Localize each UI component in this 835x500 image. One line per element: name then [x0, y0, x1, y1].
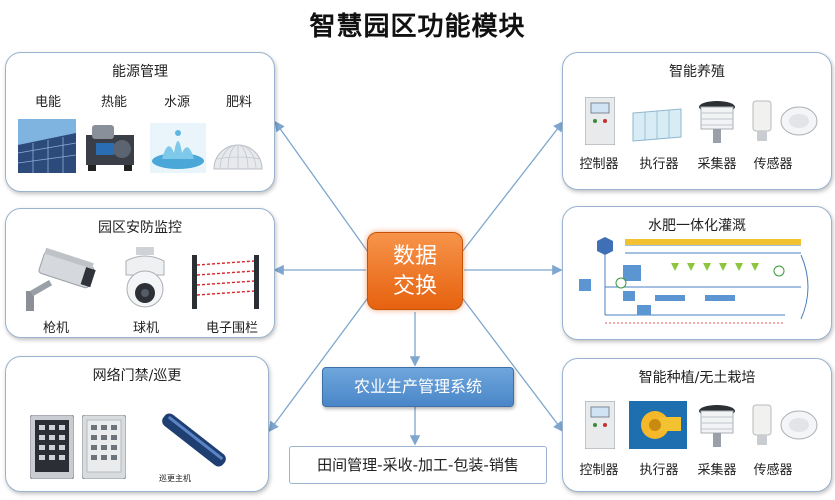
keypad-reader-1-image: [30, 415, 74, 479]
page-title: 智慧园区功能模块: [309, 12, 526, 42]
planting-actuator-image: [629, 401, 687, 449]
data-exchange-hub: 数据 交换: [367, 232, 463, 310]
patrol-wand-image: [162, 413, 226, 467]
energy-label-fertilizer: 肥料: [225, 95, 252, 110]
hub-line-2: 交换: [392, 274, 437, 299]
security-label-bullet: 枪机: [42, 321, 69, 336]
breeding-controller-image: [585, 97, 615, 145]
arrow-to-access: [268, 294, 371, 433]
security-title: 园区安防监控: [98, 220, 182, 236]
security-panel: 园区安防监控 枪机 球机 电子围栏: [5, 208, 275, 338]
hub-line-1: 数据: [392, 244, 437, 269]
planting-panel: 智能种植/无土栽培 控制器 执行器 采集器 传感器: [562, 358, 832, 492]
planting-collector-image: [699, 405, 735, 447]
irrigation-panel: 水肥一体化灌溉: [562, 206, 832, 340]
biogas-dome-image: [213, 144, 263, 170]
security-label-fence: 电子围栏: [205, 321, 258, 336]
energy-title: 能源管理: [112, 64, 168, 80]
breeding-panel: 智能养殖 控制器 执行器 采集器 传感器: [562, 52, 832, 190]
irrigation-title: 水肥一体化灌溉: [648, 218, 746, 234]
patrol-device-caption: 巡更主机: [159, 474, 191, 483]
keypad-reader-2-image: [82, 415, 126, 479]
arrow-to-breeding: [461, 120, 564, 253]
breeding-label-controller: 控制器: [579, 157, 619, 172]
dome-camera-image: [125, 247, 165, 308]
planting-title: 智能种植/无土栽培: [638, 370, 756, 386]
breeding-title: 智能养殖: [669, 64, 725, 80]
planting-label-sensor: 传感器: [753, 463, 793, 478]
breeding-collector-image: [699, 101, 735, 143]
heat-pump-image: [86, 125, 134, 171]
bullet-camera-image: [26, 247, 96, 311]
breeding-actuator-image: [632, 108, 682, 142]
energy-label-heat: 热能: [100, 95, 127, 110]
arrow-to-planting: [459, 294, 564, 433]
planting-label-actuator: 执行器: [639, 463, 679, 478]
water-splash-image: [150, 123, 206, 173]
breeding-sensor-image: [752, 100, 818, 141]
electric-fence-image: [192, 255, 259, 309]
solar-panel-image: [18, 119, 76, 173]
planting-sensor-image: [752, 404, 818, 445]
breeding-label-collector: 采集器: [697, 157, 737, 172]
breeding-label-sensor: 传感器: [753, 157, 793, 172]
breeding-label-actuator: 执行器: [639, 157, 679, 172]
access-title: 网络门禁/巡更: [92, 368, 182, 384]
irrigation-schematic-image: [579, 237, 809, 324]
energy-panel: 能源管理 电能 热能 水源 肥料: [5, 52, 275, 192]
energy-label-water: 水源: [163, 95, 190, 110]
arrow-to-energy: [274, 120, 369, 253]
planting-label-collector: 采集器: [697, 463, 737, 478]
planting-controller-image: [585, 401, 615, 449]
agri-production-system: 农业生产管理系统: [322, 367, 514, 407]
planting-label-controller: 控制器: [579, 463, 619, 478]
access-panel: 网络门禁/巡更 巡更主机: [5, 356, 269, 492]
energy-label-electric: 电能: [34, 95, 61, 110]
production-chain-box: 田间管理-采收-加工-包装-销售: [289, 446, 547, 484]
security-label-dome: 球机: [132, 321, 159, 336]
